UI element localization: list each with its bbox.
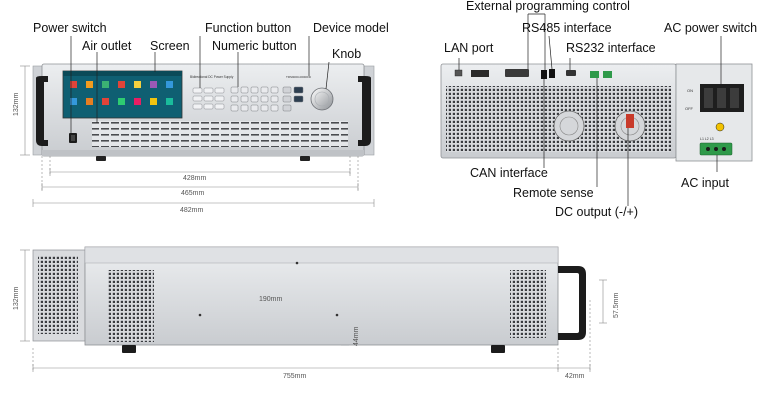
side-foot-left: [122, 345, 136, 353]
side-screw-2: [335, 313, 339, 317]
function-buttons: [192, 87, 225, 110]
label-rs485-interface: RS485 interface: [522, 21, 612, 35]
dim-front-height: 132mm: [13, 92, 20, 116]
rear-fan-left-ring: [559, 116, 579, 136]
side-vent-right: [510, 270, 546, 338]
side-vent-left: [108, 270, 154, 342]
side-screw-3: [295, 261, 299, 265]
front-view: Bidirectional DC Power Supply TRS9000-00…: [20, 36, 375, 207]
label-ac-input: AC input: [681, 176, 729, 190]
ac-switch-pole-2: [717, 88, 726, 108]
rear-view: ON OFF L1 L2 L3: [440, 13, 753, 206]
label-external-programming-control: External programming control: [466, 0, 630, 13]
label-knob: Knob: [332, 47, 361, 61]
front-air-outlet: [92, 121, 348, 147]
label-lan-port: LAN port: [444, 41, 494, 55]
label-ac-power-switch: AC power switch: [664, 21, 757, 35]
label-function-button: Function button: [205, 21, 291, 35]
touch-screen: [62, 70, 183, 119]
side-screw-1: [198, 313, 202, 317]
front-bottom-bar: [42, 150, 364, 156]
front-leader-lines: [70, 36, 330, 133]
label-air-outlet: Air outlet: [82, 39, 132, 53]
dim-front-total-width: 482mm: [180, 207, 204, 214]
label-dc-output: DC output (-/+): [555, 205, 638, 219]
model-plate-text: TRS9000-00000/D: [286, 75, 312, 79]
callout-labels: Power switch Air outlet Screen Function …: [33, 0, 757, 219]
front-foot-left: [96, 156, 106, 161]
label-screen: Screen: [150, 39, 190, 53]
label-power-switch: Power switch: [33, 21, 107, 35]
numeric-buttons: [230, 86, 304, 112]
rear-fan-left: [553, 110, 585, 142]
left-handle: [36, 76, 48, 146]
label-numeric-button: Numeric button: [212, 39, 297, 53]
ac-switch-on-label: ON: [687, 88, 693, 93]
side-chassis: [84, 246, 559, 346]
side-view: [20, 246, 607, 372]
dim-side-vent-height: 44mm: [353, 326, 360, 346]
knob: [310, 87, 334, 111]
screen-app-icons: [70, 81, 173, 105]
top-aux-connector: [471, 70, 489, 77]
ac-input-screw-3: [722, 147, 726, 151]
side-top-rail: [84, 246, 559, 264]
dim-front-body-width: 465mm: [181, 190, 205, 197]
side-rear-handle: [558, 266, 586, 340]
rear-leader-lines: [458, 13, 722, 206]
ac-phase-labels: L1 L2 L3: [700, 137, 714, 141]
dc-output-terminal: [626, 114, 634, 128]
can-connector: [541, 70, 547, 79]
external-programming-connector: [505, 69, 529, 77]
dim-handle-height: 57.5mm: [613, 293, 620, 318]
ac-switch-pole-3: [730, 88, 739, 108]
ac-input-screw-1: [706, 147, 710, 151]
rs485-connector: [549, 69, 555, 78]
dim-side-height: 132mm: [13, 286, 20, 310]
rs232-connector: [566, 70, 576, 76]
front-banner-text: Bidirectional DC Power Supply: [190, 75, 234, 79]
ac-input-screw-2: [714, 147, 718, 151]
remote-sense-terminal: [590, 71, 599, 78]
dim-side-vent-spacing: 190mm: [259, 296, 283, 303]
dimension-labels: 132mm 428mm 465mm 482mm 132mm 190mm 44mm…: [13, 92, 620, 380]
warning-icon: [715, 122, 725, 132]
front-foot-right: [300, 156, 310, 161]
right-handle: [358, 76, 371, 146]
rear-ac-panel: [675, 63, 753, 162]
label-device-model: Device model: [313, 21, 389, 35]
side-foot-right: [491, 345, 505, 353]
screen-top-bar: [63, 71, 182, 76]
lan-port: [454, 69, 463, 77]
label-can-interface: CAN interface: [470, 166, 548, 180]
side-front-vent: [38, 256, 78, 334]
power-switch-rocker: [71, 135, 75, 141]
ac-switch-off-label: OFF: [685, 106, 694, 111]
dim-side-depth: 755mm: [283, 373, 307, 380]
front-dimension-lines: [20, 65, 375, 207]
dim-front-inner-width: 428mm: [183, 175, 207, 182]
dim-handle-depth: 42mm: [565, 373, 585, 380]
remote-sense-terminal-2: [603, 71, 612, 78]
label-remote-sense: Remote sense: [513, 186, 594, 200]
ac-switch-pole-1: [704, 88, 713, 108]
label-rs232-interface: RS232 interface: [566, 41, 656, 55]
knob-ring: [314, 91, 330, 107]
